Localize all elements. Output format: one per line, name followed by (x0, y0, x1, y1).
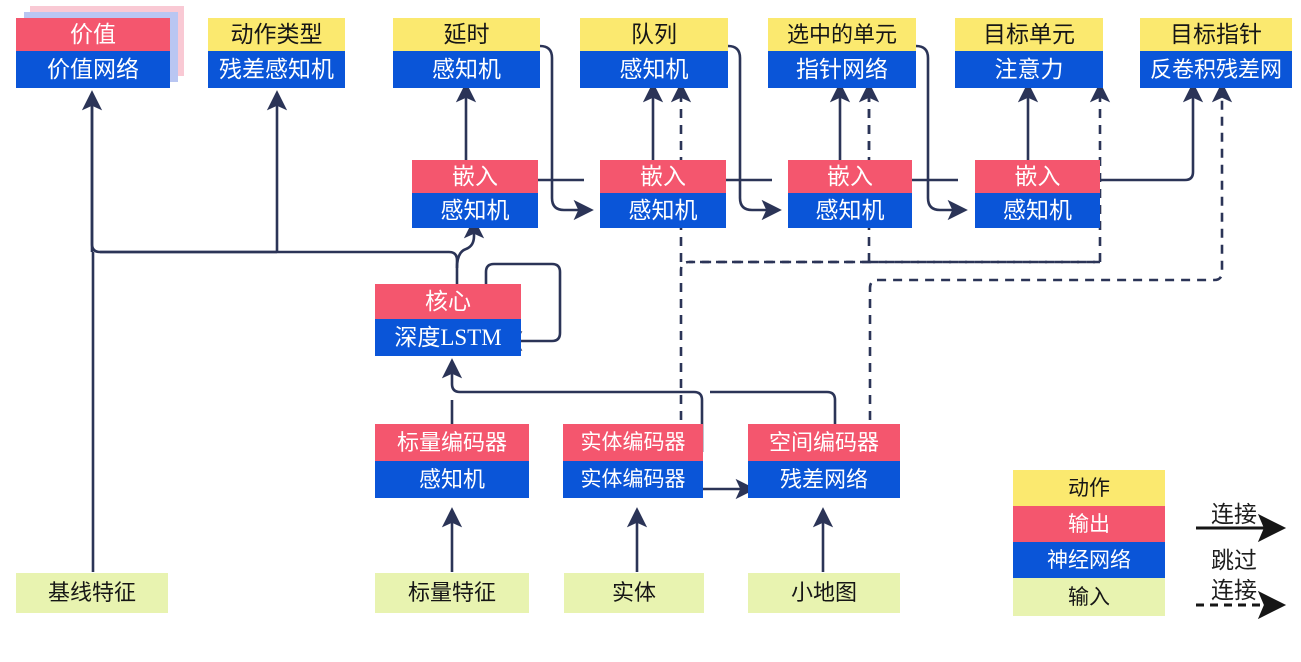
input-scalar-features[interactable]: 标量特征 (375, 573, 529, 613)
wire-core-to-embed-delay (455, 218, 485, 269)
head-queued-network: 感知机 (580, 51, 728, 88)
head-target-point-network: 反卷积残差网 (1140, 51, 1292, 88)
legend-skip-label-line2: 连接 (1211, 578, 1257, 603)
wire-entity-to-core (441, 358, 704, 452)
head-target-unit-network: 注意力 (955, 51, 1103, 88)
core-network: 深度LSTM (375, 319, 521, 356)
entity-encoder[interactable]: 实体编码器 实体编码器 (563, 424, 703, 498)
core-output: 核心 (375, 284, 521, 319)
head-target-unit[interactable]: 目标单元 注意力 (955, 18, 1103, 88)
embed-delay-output: 嵌入 (412, 160, 538, 193)
head-action-type-action: 动作类型 (208, 18, 345, 51)
embed-delay-network: 感知机 (412, 193, 538, 228)
spatial-encoder-output: 空间编码器 (748, 424, 900, 461)
scalar-encoder-output: 标量编码器 (375, 424, 529, 461)
input-entities[interactable]: 实体 (564, 573, 704, 613)
core-module[interactable]: 核心 深度LSTM (375, 284, 521, 356)
wire-units-to-embed-target (915, 44, 968, 221)
head-target-unit-action: 目标单元 (955, 18, 1103, 51)
legend-network: 神经网络 (1013, 542, 1165, 578)
input-baseline-features[interactable]: 基线特征 (16, 573, 168, 613)
input-minimap[interactable]: 小地图 (748, 573, 900, 613)
head-value-action: 价值 (16, 18, 170, 51)
embed-units-network: 感知机 (788, 193, 912, 228)
wire-queued-to-embed-units (727, 44, 782, 221)
embed-target-output: 嵌入 (975, 160, 1100, 193)
head-delay[interactable]: 延时 感知机 (393, 18, 540, 88)
entity-encoder-output: 实体编码器 (563, 424, 703, 461)
head-value[interactable]: 价值 价值网络 (16, 6, 184, 88)
legend-swatches: 动作 输出 神经网络 输入 (1013, 470, 1165, 616)
head-target-point[interactable]: 目标指针 反卷积残差网 (1140, 18, 1292, 88)
wire-core-to-left-bus (90, 100, 459, 284)
legend-input: 输入 (1013, 578, 1165, 616)
spatial-encoder-network: 残差网络 (748, 461, 900, 498)
scalar-encoder[interactable]: 标量编码器 感知机 (375, 424, 529, 498)
spatial-encoder[interactable]: 空间编码器 残差网络 (748, 424, 900, 498)
head-delay-network: 感知机 (393, 51, 540, 88)
head-queued[interactable]: 队列 感知机 (580, 18, 728, 88)
embed-units-output: 嵌入 (788, 160, 912, 193)
embed-queued[interactable]: 嵌入 感知机 (600, 160, 726, 228)
head-target-point-action: 目标指针 (1140, 18, 1292, 51)
embed-target-network: 感知机 (975, 193, 1100, 228)
skip-spatial-to-target-point (868, 82, 1233, 452)
head-action-type-network: 残差感知机 (208, 51, 345, 88)
legend-output: 输出 (1013, 506, 1165, 542)
wire-core-self-loop (484, 262, 562, 352)
wire-spatial-to-bus (710, 390, 837, 452)
head-selected-units-network: 指针网络 (768, 51, 916, 88)
legend-skip-label-line1: 跳过 (1211, 548, 1257, 573)
embed-queued-output: 嵌入 (600, 160, 726, 193)
head-delay-action: 延时 (393, 18, 540, 51)
embed-units[interactable]: 嵌入 感知机 (788, 160, 912, 228)
wire-delay-to-embed-queued (539, 44, 594, 221)
legend-action: 动作 (1013, 470, 1165, 506)
scalar-encoder-network: 感知机 (375, 461, 529, 498)
wire-embed4-to-target-point (1100, 82, 1204, 182)
legend-connect-label: 连接 (1211, 502, 1257, 527)
head-selected-units[interactable]: 选中的单元 指针网络 (768, 18, 916, 88)
embed-queued-network: 感知机 (600, 193, 726, 228)
skip-entity-bus (679, 260, 1100, 452)
skip-connections (679, 82, 1233, 452)
head-value-network: 价值网络 (16, 51, 170, 88)
head-selected-units-action: 选中的单元 (768, 18, 916, 51)
embed-target[interactable]: 嵌入 感知机 (975, 160, 1100, 228)
entity-encoder-network: 实体编码器 (563, 461, 703, 498)
head-queued-action: 队列 (580, 18, 728, 51)
head-action-type[interactable]: 动作类型 残差感知机 (208, 18, 345, 88)
embed-delay[interactable]: 嵌入 感知机 (412, 160, 538, 228)
